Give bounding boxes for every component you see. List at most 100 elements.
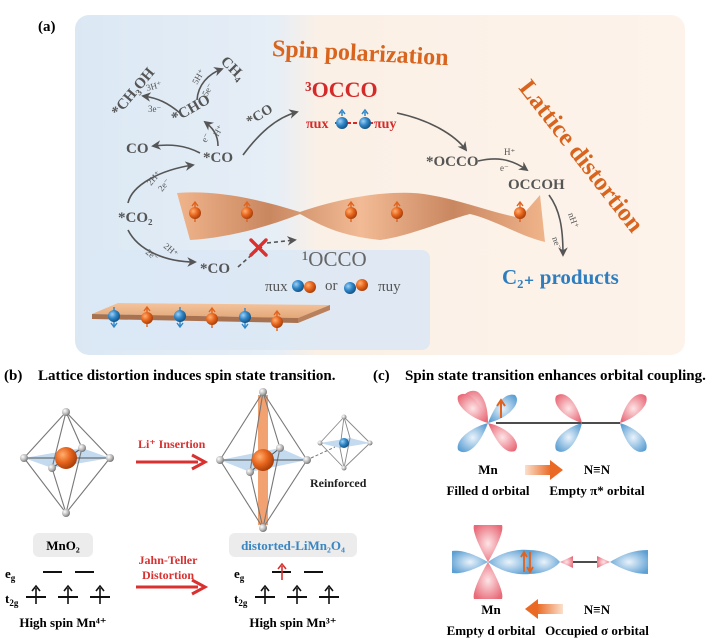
singlet-orbital-diagram: πux or πuy — [265, 278, 401, 295]
octahedron-mno2 — [20, 408, 114, 517]
blue-atom — [344, 282, 356, 294]
reaction-arrows — [127, 67, 568, 268]
octahedron-reinforced — [317, 414, 373, 471]
blue-atom — [292, 280, 304, 292]
mno2-box — [33, 533, 93, 557]
spin-up-atom — [336, 108, 348, 129]
caption-empty-pi: Empty π* orbital — [549, 483, 645, 498]
caption-mn3: High spin Mn³⁺ — [249, 615, 336, 630]
dashed-arrow-to-1occo — [266, 236, 297, 246]
panel-b: (b) Lattice distortion induces spin stat… — [4, 368, 373, 630]
slab-atoms — [108, 305, 283, 331]
label-or: or — [325, 278, 338, 294]
t2g-level-spin-up — [319, 584, 339, 604]
label-n2-bottom: N≡N — [584, 602, 611, 617]
step-ch3oh-e: 3e⁻ — [148, 104, 161, 114]
panel-b-label: (b) — [4, 368, 22, 384]
label-mno2: MnO₂ — [46, 538, 80, 553]
label-occo-ads: *OCCO — [426, 154, 479, 170]
label-distortion: Distortion — [142, 568, 194, 582]
arrow-occoh-to-c2 — [548, 194, 568, 257]
label-mn-top: Mn — [478, 462, 498, 477]
dashed-link — [310, 446, 336, 459]
blue-spin-atom — [239, 308, 251, 330]
filled-d-orbital — [457, 390, 517, 453]
arrow-co2-to-co-lower — [127, 229, 197, 267]
arrow-co-to-3occo — [242, 109, 299, 156]
arrow-cho-to-ch4 — [196, 67, 224, 101]
panel-a: (a) Spin polarization Lattice distortion — [38, 15, 685, 355]
arrow-occo-to-occoh — [477, 158, 529, 172]
t2g-level-spin-up — [26, 584, 46, 604]
step-ch3oh-h: 3H⁺ — [145, 79, 163, 93]
octahedron-distorted — [216, 388, 311, 532]
label-n2-top: N≡N — [584, 462, 611, 477]
label-distorted-limn2o4: distorted-LiMn₂O₄ — [241, 538, 345, 553]
empty-pi-star-orbital — [555, 394, 647, 452]
orange-spin-atom — [391, 200, 403, 222]
caption-filled-d: Filled d orbital — [446, 483, 529, 498]
orange-spin-atom — [141, 305, 153, 327]
triplet-orbital-diagram: πux πuy — [306, 108, 396, 132]
step-occo-h: H⁺ — [504, 147, 515, 157]
twisted-ribbon — [177, 192, 545, 242]
distorted-box — [229, 533, 357, 557]
step-cho-h: H⁺ — [211, 123, 225, 138]
occupied-sigma-orbital — [520, 550, 648, 574]
ribbon-atoms — [189, 200, 526, 222]
panel-b-title: Lattice distortion induces spin state tr… — [38, 368, 336, 384]
arrow-cho-to-ch3oh — [141, 92, 181, 114]
arrow-co-to-cho — [203, 120, 219, 147]
label-co2: *CO₂ — [118, 210, 153, 226]
label-t2g: t2g — [5, 591, 19, 608]
t2g-level-spin-up — [255, 584, 275, 604]
label-mn-bottom: Mn — [481, 602, 501, 617]
paired-spin-arrows — [520, 550, 534, 574]
orange-spin-atom — [206, 306, 218, 328]
step-occoh-e: ne⁻ — [550, 235, 564, 251]
caption-occupied-sigma: Occupied σ orbital — [545, 623, 649, 638]
label-pi-ux-triplet: πux — [306, 117, 328, 132]
label-pi-uy-triplet: πuy — [374, 117, 396, 132]
energy-levels-mn4: eg t2g — [5, 566, 110, 608]
spin-up-atom — [359, 108, 371, 129]
panel-c-title: Spin state transition enhances orbital c… — [405, 368, 706, 384]
orange-spin-atom — [271, 309, 283, 331]
arrow-co-to-cogas — [151, 140, 201, 154]
orange-atom — [356, 279, 368, 291]
jahn-teller-arrow — [136, 578, 209, 596]
eg-spin-up-arrow — [277, 562, 287, 580]
label-c2-products: C₂₊ products — [502, 265, 619, 289]
orange-spin-atom — [189, 200, 201, 222]
caption-mn4: High spin Mn⁴⁺ — [19, 615, 106, 630]
label-co-lower: *CO — [200, 261, 230, 277]
arrow-3occo-to-occo — [396, 112, 468, 152]
blocked-cross-icon — [249, 238, 268, 257]
label-reinforced: Reinforced — [310, 476, 367, 490]
label-co-upper: *CO — [203, 150, 233, 166]
lower-blue-region — [90, 250, 430, 350]
label-eg: eg — [234, 566, 245, 583]
label-co-gas: CO — [126, 141, 149, 157]
orange-spin-atom — [514, 200, 526, 222]
label-1occo: ¹OCCO — [302, 247, 367, 271]
li-insertion-arrow — [136, 453, 209, 471]
t2g-level-spin-up — [58, 584, 78, 604]
energy-levels-mn3: eg t2g — [234, 562, 339, 608]
label-t2g: t2g — [234, 591, 248, 608]
blue-spin-atom — [108, 307, 120, 329]
label-eg: eg — [5, 566, 16, 583]
empty-d-orbital — [452, 525, 530, 599]
label-jahn-teller: Jahn-Teller — [139, 553, 199, 567]
caption-empty-d: Empty d orbital — [447, 623, 536, 638]
label-li-insertion: Li⁺ Insertion — [138, 437, 206, 451]
t2g-level-spin-up — [287, 584, 307, 604]
label-pi-ux-singlet: πux — [265, 279, 288, 295]
donation-arrow-right — [525, 460, 563, 480]
panel-c: (c) Spin state transition enhances orbit… — [373, 368, 706, 638]
spin-up-arrow — [496, 398, 506, 418]
blue-spin-atom — [174, 307, 186, 329]
t2g-level-spin-up — [90, 584, 110, 604]
panel-a-label: (a) — [38, 19, 56, 35]
